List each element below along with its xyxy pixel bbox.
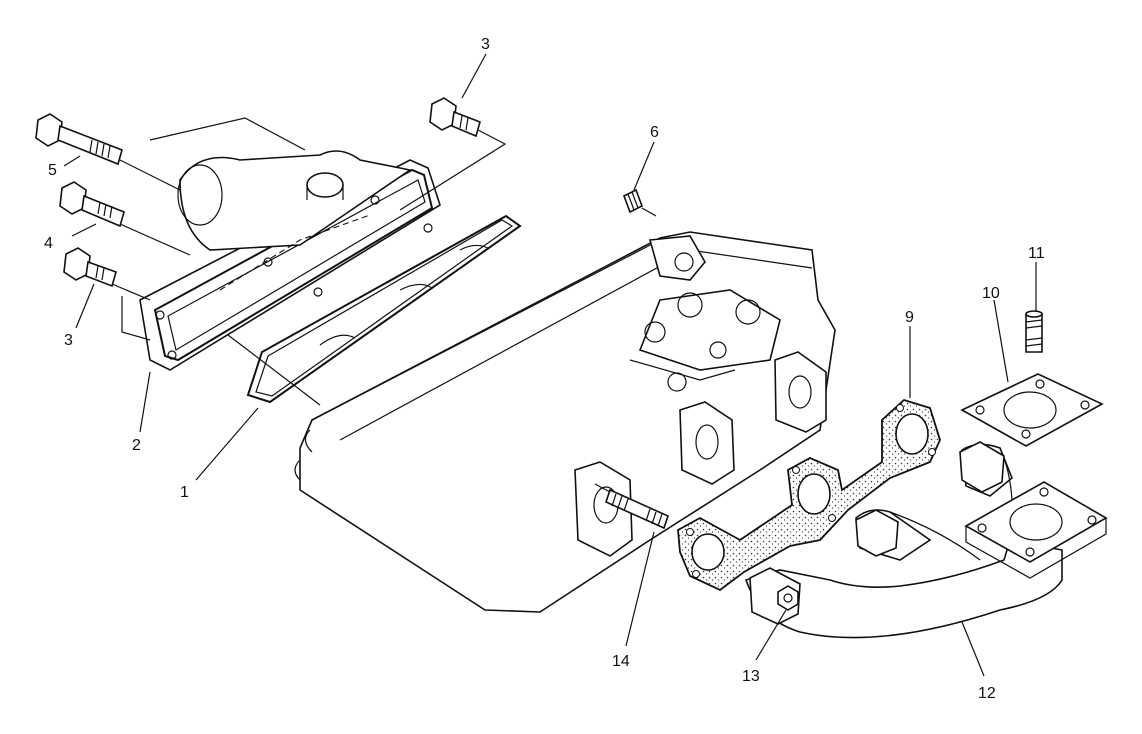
callout-1: 1 xyxy=(180,484,189,501)
plug-6 xyxy=(622,188,657,217)
callout-6: 6 xyxy=(650,124,659,141)
callout-3-left: 3 xyxy=(64,332,73,349)
callout-10: 10 xyxy=(982,285,1000,302)
alignment-lines xyxy=(111,117,507,406)
callout-12: 12 xyxy=(978,685,996,702)
exhaust-manifold-gasket xyxy=(677,398,941,592)
callout-14: 14 xyxy=(612,653,630,670)
flange-gasket xyxy=(960,373,1104,447)
callout-11: 11 xyxy=(1028,245,1045,262)
leader-lines xyxy=(63,53,1037,677)
nut-13 xyxy=(777,585,799,611)
stud-11 xyxy=(1025,310,1043,353)
callout-9: 9 xyxy=(905,309,914,326)
callout-5: 5 xyxy=(48,162,57,179)
bolt-3-left xyxy=(63,247,117,288)
rocker-cover-gasket xyxy=(246,214,522,404)
bolt-4 xyxy=(59,181,125,228)
stud-14 xyxy=(594,483,669,530)
callout-labels: 1 2 3 3 4 5 6 9 10 11 12 13 14 xyxy=(44,36,1045,702)
bolt-3-right xyxy=(429,97,481,138)
callout-3-right: 3 xyxy=(481,36,490,53)
callout-4: 4 xyxy=(44,235,53,252)
callout-2: 2 xyxy=(132,437,141,454)
rocker-cover xyxy=(139,150,441,371)
cylinder-head xyxy=(294,231,836,613)
bolt-5 xyxy=(35,113,123,166)
callout-13: 13 xyxy=(742,668,760,685)
